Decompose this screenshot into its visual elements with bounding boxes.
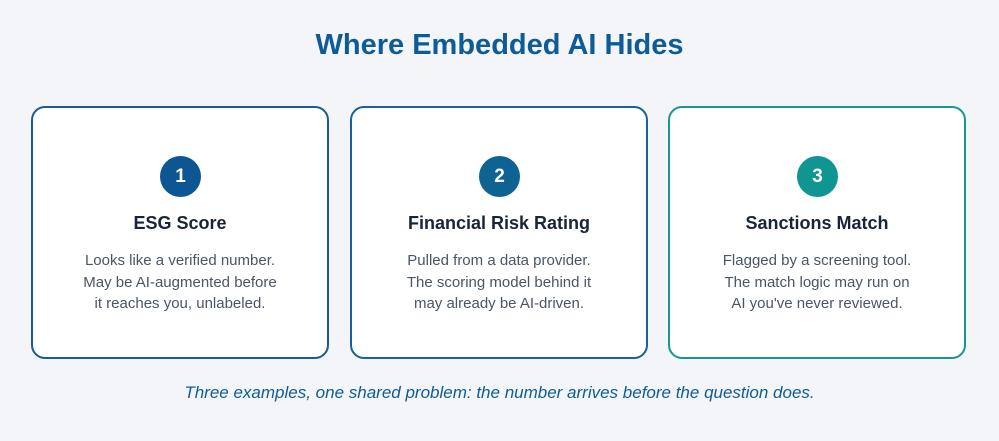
card-description: Pulled from a data provider. The scoring… bbox=[352, 250, 646, 315]
description-line: May be AI-augmented before bbox=[83, 273, 277, 291]
footer-caption: Three examples, one shared problem: the … bbox=[184, 383, 815, 402]
description-line: Pulled from a data provider. bbox=[407, 252, 591, 269]
description-line: may already be AI-driven. bbox=[413, 295, 585, 312]
card-sanctions-match: 3 Sanctions Match Flagged by a screening… bbox=[668, 106, 966, 359]
description-line: it reaches you, unlabeled. bbox=[94, 295, 266, 312]
page-title: Where Embedded AI Hides bbox=[315, 29, 684, 61]
step-number-badge: 1 bbox=[160, 156, 201, 197]
description-line: The scoring model behind it bbox=[406, 273, 592, 291]
description-line: AI you've never reviewed. bbox=[731, 295, 903, 312]
card-financial-risk-rating: 2 Financial Risk Rating Pulled from a da… bbox=[350, 106, 648, 359]
cards-row: 1 ESG Score Looks like a verified number… bbox=[31, 106, 968, 359]
step-number-badge: 3 bbox=[797, 156, 838, 197]
card-description: Flagged by a screening tool. The match l… bbox=[670, 250, 964, 315]
step-number-badge: 2 bbox=[479, 156, 520, 197]
description-line: Looks like a verified number. bbox=[84, 252, 276, 269]
card-description: Looks like a verified number. May be AI-… bbox=[33, 250, 327, 315]
description-line: The match logic may run on bbox=[724, 273, 910, 291]
card-title: Sanctions Match bbox=[745, 213, 889, 233]
description-line: Flagged by a screening tool. bbox=[722, 252, 912, 269]
card-title: Financial Risk Rating bbox=[407, 213, 591, 233]
card-title: ESG Score bbox=[133, 213, 227, 233]
card-esg-score: 1 ESG Score Looks like a verified number… bbox=[31, 106, 329, 359]
